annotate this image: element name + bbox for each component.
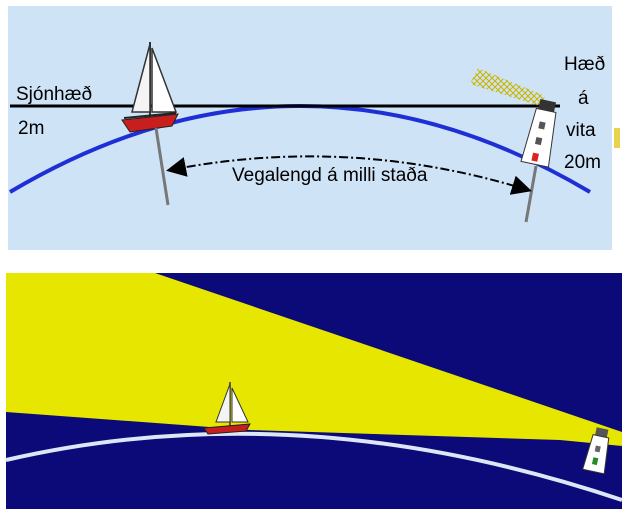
bottom-panel bbox=[5, 273, 623, 509]
sailboat-bottom-icon bbox=[203, 382, 251, 435]
light-beam-hatch bbox=[470, 68, 545, 106]
earth-curve-bottom bbox=[5, 431, 623, 502]
lighthouse-height-line2: á bbox=[578, 88, 589, 109]
edge-mark bbox=[614, 128, 620, 148]
distance-label: Vegalengd á milli staða bbox=[232, 165, 428, 186]
lighthouse-icon bbox=[520, 98, 557, 168]
lighthouse-height-line3: vita bbox=[566, 120, 596, 141]
top-panel: Sjónhæð 2m Hæð á vita 20m Vegalengd á mi… bbox=[8, 6, 620, 250]
eye-height-label-line2: 2m bbox=[18, 118, 44, 139]
lighthouse-height-line4: 20m bbox=[564, 152, 601, 173]
lighthouse-bottom-icon bbox=[582, 427, 610, 475]
top-sky-background bbox=[8, 6, 612, 250]
boat-pole bbox=[154, 127, 170, 206]
light-beam bbox=[6, 273, 622, 446]
sailboat-icon bbox=[121, 42, 179, 133]
lighthouse-height-line1: Hæð bbox=[564, 54, 605, 75]
distance-arrow bbox=[166, 155, 532, 195]
eye-height-label-line1: Sjónhæð bbox=[16, 84, 92, 105]
